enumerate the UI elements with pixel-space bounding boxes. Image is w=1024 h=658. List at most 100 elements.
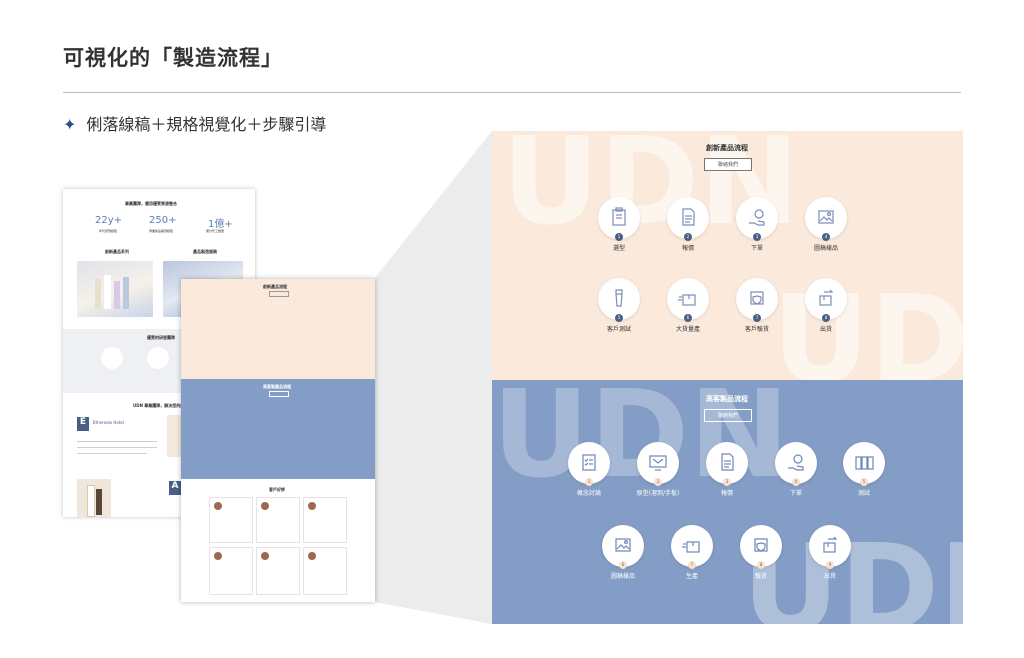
document-icon — [716, 451, 738, 477]
mini-page-right: 創新產品流程 高客製產品流程 客戶好評 — [181, 279, 375, 602]
flow2-contact-button[interactable]: 聯絡我們 — [704, 409, 752, 422]
step-circle-5 — [843, 442, 885, 484]
review-card — [209, 497, 253, 543]
image-icon — [815, 206, 837, 232]
step-number: 4 — [822, 233, 830, 241]
mini2-reviews-title: 客戶好評 — [269, 487, 285, 492]
document-icon — [677, 206, 699, 232]
checklist-icon — [578, 451, 600, 477]
e-badge: E — [77, 417, 89, 431]
mini1-mid-title: 優質的研發團隊 — [147, 335, 175, 340]
mini2-flow1-band: 創新產品流程 — [181, 279, 375, 379]
review-card — [303, 547, 347, 595]
step-number: 3 — [753, 233, 761, 241]
step-label: 圖稿樣品 — [813, 245, 838, 252]
mini2-flow2-band: 高客製產品流程 — [181, 379, 375, 479]
e-badge-text: Ethereale Hotel — [93, 420, 124, 425]
step-number: 2 — [684, 233, 692, 241]
flow1-title: 創新產品流程 — [706, 144, 748, 152]
step-number: 4 — [792, 478, 800, 486]
shield-box-icon — [746, 287, 768, 313]
step-number: 1 — [615, 233, 623, 241]
stat-caption-2: 專業產品開發經驗 — [149, 229, 174, 233]
step-label: 生產 — [685, 573, 698, 580]
a-badge: A — [169, 481, 181, 495]
review-card — [303, 497, 347, 543]
stat-years: 22y+ — [95, 215, 123, 226]
stat-units: 1億+ — [208, 219, 233, 230]
step-number: 8 — [822, 314, 830, 322]
step-circle-7 — [736, 278, 778, 320]
tube-photo — [77, 479, 111, 517]
flow1-section: UDN UDN 創新產品流程 聯絡我們 1選型2報價3下單4圖稿樣品5客戶測試6… — [492, 131, 963, 401]
step-circle-5 — [598, 278, 640, 320]
step-circle-4 — [775, 442, 817, 484]
text-line — [77, 441, 157, 442]
step-circle-2 — [637, 442, 679, 484]
step-label: 報價 — [720, 490, 733, 497]
step-circle-3 — [706, 442, 748, 484]
step-label: 報價 — [681, 245, 694, 252]
mini1-brand-title: UDN 專業團隊，解決您的所有問題 — [133, 403, 197, 408]
step-number: 5 — [860, 478, 868, 486]
step-number: 9 — [826, 561, 834, 569]
step-number: 7 — [753, 314, 761, 322]
mini1-heading: 事業團隊，應用優質資源整合 — [125, 201, 177, 206]
step-label: 出貨 — [823, 573, 836, 580]
step-number: 1 — [585, 478, 593, 486]
step-label: 原型(溶劑/手板) — [636, 490, 680, 497]
step-circle-8 — [805, 278, 847, 320]
step-number: 6 — [619, 561, 627, 569]
step-label: 出貨 — [819, 326, 832, 333]
step-label: 測試 — [857, 490, 870, 497]
mini2-contact-button-2[interactable] — [269, 391, 289, 397]
step-circle-4 — [805, 197, 847, 239]
step-circle-6 — [667, 278, 709, 320]
step-number: 8 — [757, 561, 765, 569]
mini1-col2-title: 產品製造服務 — [193, 249, 217, 254]
flow1-contact-button[interactable]: 聯絡我們 — [704, 158, 752, 171]
step-number: 6 — [684, 314, 692, 322]
step-number: 2 — [654, 478, 662, 486]
step-number: 7 — [688, 561, 696, 569]
shield-box-icon — [750, 534, 772, 560]
coin-hand-icon — [785, 451, 807, 477]
text-line — [77, 453, 147, 454]
review-card — [209, 547, 253, 595]
subtitle: ✦俐落線稿＋規格視覺化＋步驟引導 — [63, 111, 326, 135]
title-divider — [63, 92, 961, 93]
step-circle-7 — [671, 525, 713, 567]
flow2-title: 高客製品流程 — [706, 395, 748, 403]
step-number: 3 — [723, 478, 731, 486]
step-circle-6 — [602, 525, 644, 567]
clipboard-icon — [608, 206, 630, 232]
text-line — [77, 447, 157, 448]
step-circle-9 — [809, 525, 851, 567]
page-title: 可視化的「製造流程」 — [63, 46, 283, 70]
stat-caption-3: 累計代工數量 — [206, 229, 225, 233]
subtitle-text: 俐落線稿＋規格視覺化＋步驟引導 — [86, 115, 327, 134]
step-label: 驗貨 — [754, 573, 767, 580]
product-photo — [77, 261, 153, 317]
mini2-contact-button[interactable] — [269, 291, 289, 297]
step-label: 圖稿樣品 — [610, 573, 635, 580]
bottles-icon — [853, 451, 875, 477]
tube-icon — [608, 287, 630, 313]
shipping-icon — [819, 534, 841, 560]
step-label: 下單 — [750, 245, 763, 252]
flow2-section: UDN UDN 高客製品流程 聯絡我們 1概念討論2原型(溶劑/手板)3報價4下… — [492, 376, 963, 624]
mini2-flow1-title: 創新產品流程 — [263, 284, 287, 289]
team-icon-b — [147, 347, 169, 369]
step-circle-8 — [740, 525, 782, 567]
step-label: 大貨量產 — [675, 326, 700, 333]
step-circle-2 — [667, 197, 709, 239]
box-icon — [677, 287, 699, 313]
step-circle-1 — [568, 442, 610, 484]
mini1-col1-title: 創新產品系列 — [105, 249, 129, 254]
stat-caption-1: 年代研發經驗 — [99, 229, 118, 233]
review-card — [256, 497, 300, 543]
review-card — [256, 547, 300, 595]
team-icon-a — [101, 347, 123, 369]
monitor-icon — [647, 451, 669, 477]
